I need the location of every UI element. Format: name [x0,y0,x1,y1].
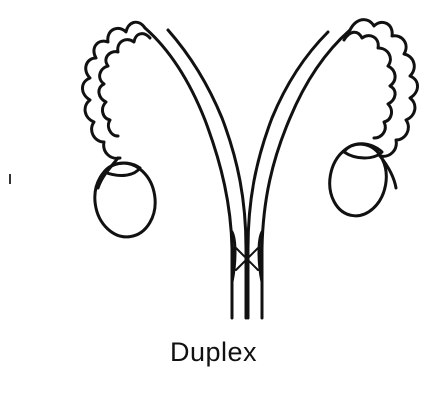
left-tube-wavy-inner [99,34,150,136]
right-horn-outer [262,30,350,318]
cervix-mid [246,238,248,290]
left-ovary-ligament [98,158,118,188]
diagram-caption: Duplex [0,337,427,368]
right-ovary-ligament [380,156,396,188]
left-horn-outer [145,28,232,318]
left-ovary [90,159,160,241]
right-tube-wavy-outer [350,20,418,157]
left-tube-wavy-outer [83,22,146,158]
right-tube-wavy-inner [344,32,395,138]
